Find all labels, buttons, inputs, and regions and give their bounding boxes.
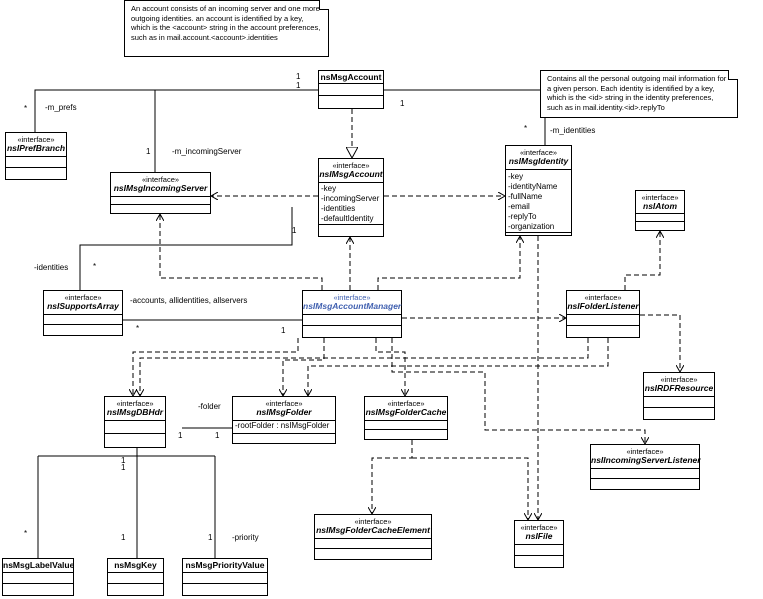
class-nsIMsgAccount[interactable]: «interface» nsIMsgAccount -key -incoming…: [318, 158, 384, 237]
account-note-text: An account consists of an incoming serve…: [131, 4, 321, 42]
multiplicity: 1: [296, 72, 301, 81]
multiplicity: 1: [296, 81, 301, 90]
class-nsIFile[interactable]: «interface» nsIFile: [514, 520, 564, 568]
stereotype-label: «interface»: [333, 293, 371, 302]
class-name: nsIMsgFolder: [256, 407, 312, 417]
class-name: nsIMsgAccountManager: [303, 301, 402, 311]
class-name: nsIIncomingServerListener: [591, 455, 701, 465]
stereotype-label: «interface»: [660, 375, 698, 384]
class-name: nsMsgLabelValue: [3, 560, 75, 570]
class-nsIFolderListener[interactable]: «interface» nsIFolderListener: [566, 290, 640, 338]
multiplicity: 1: [215, 431, 220, 440]
class-name: nsIMsgFolderCache: [365, 407, 447, 417]
attribute: -incomingServer: [321, 194, 380, 203]
attribute: -key: [321, 184, 337, 193]
class-name: nsIMsgIdentity: [508, 156, 569, 166]
stereotype-label: «interface»: [116, 399, 154, 408]
stereotype-label: «interface»: [332, 161, 370, 170]
multiplicity: 1: [281, 326, 286, 335]
multiplicity: 1: [146, 147, 151, 156]
class-nsIMsgFolderCache[interactable]: «interface» nsIMsgFolderCache: [364, 396, 448, 440]
class-name: nsIRDFResource: [644, 383, 714, 393]
label-accounts: -accounts, allidentities, allservers: [130, 296, 248, 305]
class-name: nsMsgAccount: [320, 72, 382, 82]
class-name: nsMsgKey: [114, 560, 157, 570]
class-nsMsgAccount[interactable]: nsMsgAccount: [318, 70, 384, 109]
class-name: nsIFile: [525, 531, 553, 541]
attribute: -defaultIdentity: [321, 214, 374, 223]
class-name: nsIMsgAccount: [319, 169, 383, 179]
class-name: nsIMsgIncomingServer: [113, 183, 208, 193]
stereotype-label: «interface»: [17, 135, 55, 144]
attribute: -rootFolder : nsIMsgFolder: [235, 421, 330, 430]
account-note: An account consists of an incoming serve…: [124, 0, 329, 57]
stereotype-label: «interface»: [265, 399, 303, 408]
identity-note-text: Contains all the personal outgoing mail …: [547, 74, 727, 112]
stereotype-label: «interface»: [520, 523, 558, 532]
attribute: -replyTo: [508, 212, 537, 221]
stereotype-label: «interface»: [519, 148, 558, 157]
class-name: nsIFolderListener: [567, 301, 639, 311]
attribute: -fullName: [508, 192, 543, 201]
multiplicity: 1: [121, 463, 126, 472]
multiplicity: *: [524, 124, 528, 133]
multiplicity: 1: [178, 431, 183, 440]
stereotype-label: «interface»: [64, 293, 102, 302]
multiplicity: *: [136, 324, 140, 333]
stereotype-label: «interface»: [354, 517, 392, 526]
attribute: -email: [508, 202, 530, 211]
class-nsIRDFResource[interactable]: «interface» nsIRDFResource: [643, 372, 715, 420]
attribute: -key: [508, 172, 524, 181]
label-identities: -identities: [34, 263, 69, 272]
multiplicity: 1: [400, 99, 405, 108]
class-name: nsISupportsArray: [47, 301, 119, 311]
note-fold-corner: [728, 70, 738, 80]
note-fold-corner: [319, 0, 329, 10]
stereotype-label: «interface»: [626, 447, 664, 456]
class-nsISupportsArray[interactable]: «interface» nsISupportsArray: [43, 290, 123, 336]
class-nsIMsgFolderCacheElement[interactable]: «interface» nsIMsgFolderCacheElement: [314, 514, 432, 560]
class-name: nsIPrefBranch: [6, 143, 66, 153]
label-m-prefs: -m_prefs: [45, 103, 77, 112]
multiplicity: 1: [121, 533, 126, 542]
class-name: nsMsgPriorityValue: [185, 560, 265, 570]
identity-note: Contains all the personal outgoing mail …: [540, 70, 738, 118]
multiplicity: 1: [208, 533, 213, 542]
class-name: nsIAtom: [643, 201, 677, 211]
multiplicity: 1: [292, 226, 297, 235]
label-priority: -priority: [232, 533, 259, 542]
attribute: -organization: [508, 222, 555, 231]
class-nsIMsgDBHdr[interactable]: «interface» nsIMsgDBHdr: [104, 396, 166, 448]
class-nsIMsgIdentity[interactable]: «interface» nsIMsgIdentity -key -identit…: [505, 145, 572, 236]
stereotype-label: «interface»: [387, 399, 425, 408]
label-folder: -folder: [198, 402, 221, 411]
class-nsIMsgIncomingServer[interactable]: «interface» nsIMsgIncomingServer: [110, 172, 211, 214]
class-nsIPrefBranch[interactable]: «interface» nsIPrefBranch: [5, 132, 67, 180]
class-nsMsgKey[interactable]: nsMsgKey: [107, 558, 164, 596]
multiplicity: *: [93, 262, 97, 271]
class-name: nsIMsgDBHdr: [106, 407, 164, 417]
class-nsMsgLabelValue[interactable]: nsMsgLabelValue: [2, 558, 74, 596]
class-nsIIncomingServerListener[interactable]: «interface» nsIIncomingServerListener: [590, 444, 701, 490]
class-nsMsgPriorityValue[interactable]: nsMsgPriorityValue: [182, 558, 268, 596]
stereotype-label: «interface»: [584, 293, 622, 302]
class-nsIMsgFolder[interactable]: «interface» nsIMsgFolder -rootFolder : n…: [232, 396, 336, 444]
stereotype-label: «interface»: [141, 175, 180, 184]
class-name: nsIMsgFolderCacheElement: [316, 525, 430, 535]
class-nsIAtom[interactable]: «interface» nsIAtom: [635, 190, 685, 231]
multiplicity: *: [24, 529, 28, 538]
multiplicity: *: [24, 104, 28, 113]
stereotype-label: «interface»: [641, 193, 679, 202]
label-m-incomingServer: -m_incomingServer: [172, 147, 242, 156]
multiplicity: 1: [121, 456, 126, 465]
label-m-identities: -m_identities: [550, 126, 596, 135]
attribute: -identities: [321, 204, 356, 213]
attribute: -identityName: [508, 182, 558, 191]
class-nsIMsgAccountManager[interactable]: «interface» nsIMsgAccountManager: [302, 290, 402, 338]
